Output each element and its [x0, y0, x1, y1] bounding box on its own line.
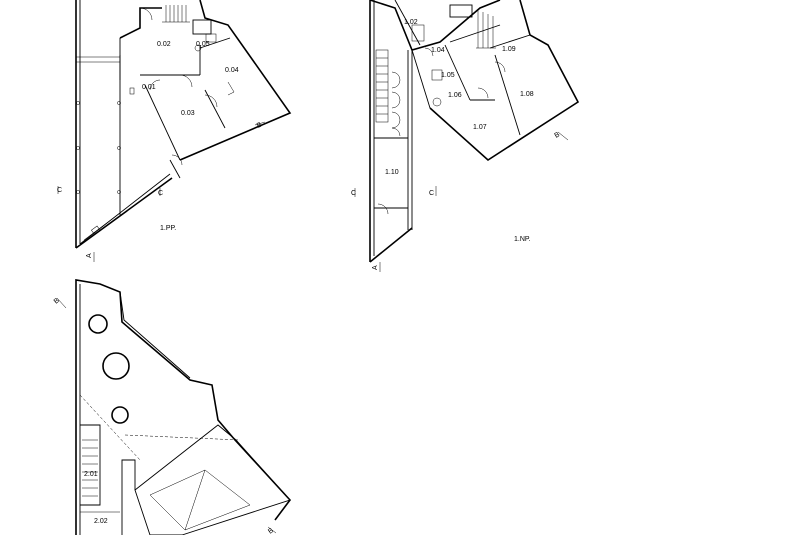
- section-mark-c-left: C: [57, 187, 62, 194]
- plan-first-floor: 1.02 1.04 1.09 1.05 1.06 1.08 1.07 1.10 …: [351, 0, 580, 272]
- room-label-1-08: 1.08: [520, 91, 534, 98]
- room-label-1-06: 1.06: [448, 92, 462, 99]
- section-mark-b-bottom: B: [267, 527, 275, 535]
- room-label-0-03: 0.03: [181, 110, 195, 117]
- room-label-0-02: 0.02: [157, 41, 171, 48]
- section-mark-a: A: [86, 253, 93, 258]
- room-label-1-09: 1.09: [502, 46, 516, 53]
- room-label-0-01: 0.01: [142, 84, 156, 91]
- section-mark-c-right: C: [158, 190, 163, 197]
- room-label-1-02: 1.02: [404, 19, 418, 26]
- plan-title-first-floor: 1.NP.: [514, 236, 531, 243]
- room-label-1-04: 1.04: [431, 47, 445, 54]
- room-label-2-02: 2.02: [94, 518, 108, 525]
- room-label-1-05: 1.05: [441, 72, 455, 79]
- section-mark-a: A: [372, 265, 379, 270]
- plan-ground-floor: 0.02 0.05 0.04 0.01 0.03 C C A B 1.PP.: [57, 0, 292, 262]
- plan-title-ground-floor: 1.PP.: [160, 225, 176, 232]
- room-label-0-05: 0.05: [196, 41, 210, 48]
- section-mark-c-left: C: [351, 190, 356, 197]
- room-label-0-04: 0.04: [225, 67, 239, 74]
- room-label-2-01: 2.01: [84, 471, 98, 478]
- room-label-1-10: 1.10: [385, 169, 399, 176]
- section-mark-c-right: C: [429, 190, 434, 197]
- section-mark-b: B: [256, 121, 263, 129]
- section-mark-b-top: B: [53, 297, 61, 306]
- plan-second-floor: 2.01 2.02 B B: [53, 279, 292, 535]
- room-label-1-07: 1.07: [473, 124, 487, 131]
- section-mark-b: B: [554, 131, 562, 140]
